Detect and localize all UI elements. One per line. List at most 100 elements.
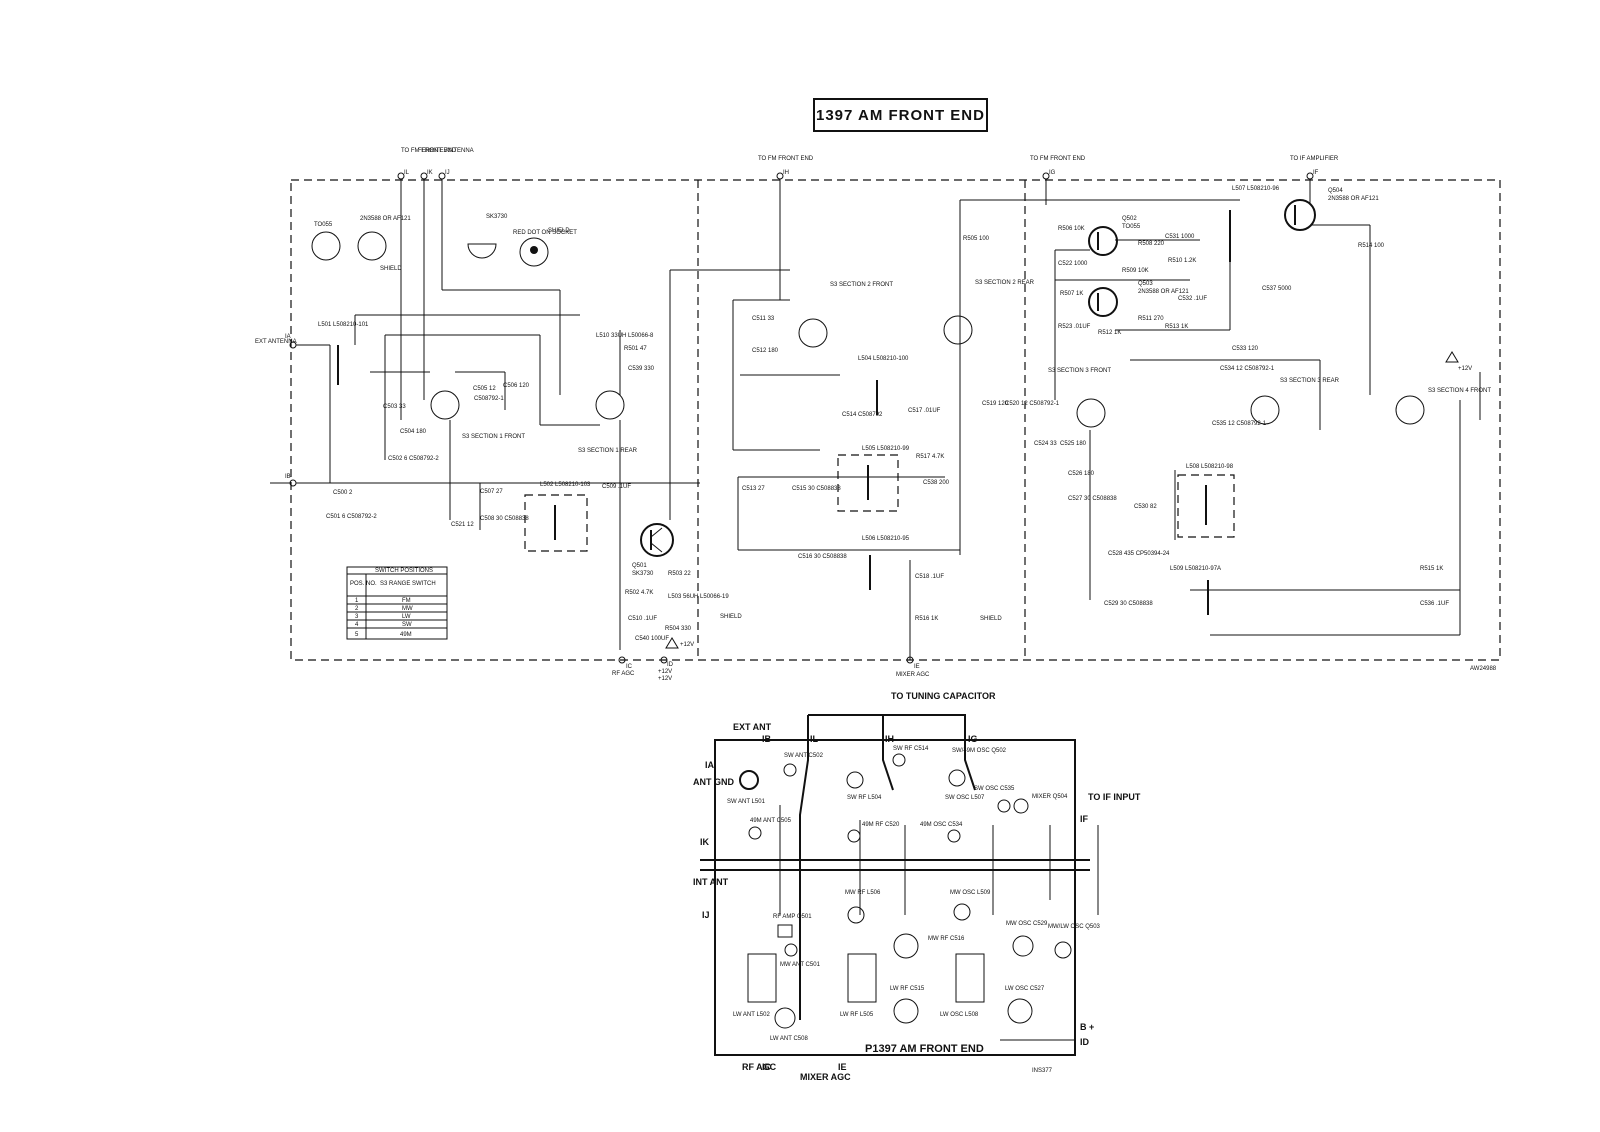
component-label: L506 L508210-95 bbox=[862, 536, 910, 542]
component-label: C529 30 C508838 bbox=[1104, 601, 1153, 607]
edge-pin: IL bbox=[810, 734, 819, 744]
terminal-ij: IJ bbox=[438, 170, 450, 180]
c508-trimmer-icon bbox=[774, 1007, 796, 1029]
component-label: R501 47 bbox=[624, 346, 647, 352]
supply-triangle-icon bbox=[1445, 351, 1459, 363]
component-label: R515 1K bbox=[1420, 566, 1443, 572]
table-cell: 3 bbox=[355, 614, 359, 620]
transistor-ref: Q501 bbox=[632, 563, 647, 569]
part-label: MW RF C516 bbox=[928, 936, 965, 942]
edge-pin: IA bbox=[705, 760, 715, 770]
component-label: C536 .1UF bbox=[1420, 601, 1449, 607]
component-label: C524 33 bbox=[1034, 441, 1057, 447]
component-label: C509 .1UF bbox=[602, 484, 631, 490]
board-top-label: TO TUNING CAPACITOR bbox=[891, 691, 996, 701]
transistor-ref: Q503 bbox=[1138, 281, 1153, 287]
q501-transistor-icon: Q501 SK3730 bbox=[632, 523, 674, 577]
edge-label: B + bbox=[1080, 1022, 1094, 1032]
c535-trimmer-icon bbox=[997, 799, 1011, 813]
component-label: C519 120 bbox=[982, 401, 1009, 407]
part-label: SW OSC L507 bbox=[945, 795, 985, 801]
part-label: 49M OSC C534 bbox=[920, 822, 963, 828]
switch-label: S3 SECTION 1 FRONT bbox=[462, 434, 525, 440]
part-label: LW OSC C527 bbox=[1005, 986, 1045, 992]
terminal-label: TO FM FRONT END bbox=[758, 156, 814, 162]
switch-section-3-rear: S3 SECTION 3 REAR bbox=[1250, 378, 1340, 425]
component-label: C516 30 C508838 bbox=[798, 554, 847, 560]
pinout-label: TO055 bbox=[314, 222, 333, 228]
l508-coil-icon bbox=[955, 953, 985, 1003]
terminal-ih: TO FM FRONT END IH bbox=[758, 156, 814, 180]
edge-pin: IK bbox=[700, 837, 710, 847]
c527-trimmer-icon bbox=[1007, 998, 1033, 1024]
l504-coil-icon bbox=[846, 771, 864, 789]
terminal-label: TO FM FRONT END bbox=[401, 148, 457, 154]
edge-label: INT ANT bbox=[693, 877, 729, 887]
red-dot-icon bbox=[530, 246, 538, 254]
component-label: C521 12 bbox=[451, 522, 474, 528]
board-title: P1397 AM FRONT END bbox=[865, 1043, 984, 1055]
switch-section-3-front: S3 SECTION 3 FRONT bbox=[1048, 368, 1111, 428]
c515-trimmer-icon bbox=[893, 998, 919, 1024]
c534-trimmer-icon bbox=[947, 829, 961, 843]
c501-trimmer-icon bbox=[784, 943, 798, 957]
component-label: C520 12 C508792-1 bbox=[1005, 401, 1060, 407]
pinout-label: SK3730 bbox=[486, 214, 508, 220]
part-label: MW RF L506 bbox=[845, 890, 881, 896]
2n3588-pinout-icon bbox=[357, 231, 387, 261]
component-label: C510 .1UF bbox=[628, 616, 657, 622]
table-cell: 49M bbox=[400, 632, 412, 638]
component-label: C500 2 bbox=[333, 490, 353, 496]
component-label: C517 .01UF bbox=[908, 408, 941, 414]
terminal-pin: IG bbox=[1049, 170, 1056, 176]
drawing-number: AW24988 bbox=[1470, 666, 1497, 672]
component-label: C540 100UF bbox=[635, 636, 669, 642]
page-title: 1397 AM FRONT END bbox=[813, 98, 988, 132]
part-label: SW RF L504 bbox=[847, 795, 882, 801]
edge-label: EXT ANT bbox=[733, 722, 772, 732]
part-label: LW RF C515 bbox=[890, 986, 925, 992]
component-label: C527 30 C508838 bbox=[1068, 496, 1117, 502]
part-label: MW ANT C501 bbox=[780, 962, 821, 968]
c514-trimmer-icon bbox=[892, 753, 906, 767]
edge-pin: IJ bbox=[702, 910, 710, 920]
sk3730-pinout-icon bbox=[467, 243, 497, 259]
l502-coil-icon bbox=[747, 953, 777, 1003]
q504-transistor-icon: Q504 2N3588 OR AF121 bbox=[1284, 188, 1379, 231]
component-label: R504 330 bbox=[665, 626, 692, 632]
component-label: C533 120 bbox=[1232, 346, 1259, 352]
switch-section-4-front: S3 SECTION 4 FRONT bbox=[1395, 388, 1491, 425]
supply-label: +12V bbox=[658, 676, 672, 682]
edge-label: TO IF INPUT bbox=[1088, 792, 1141, 802]
bottom-terminals: RF AGC IC +12V ID MIXER AGC IE bbox=[612, 656, 930, 678]
supply-label: +12V bbox=[680, 642, 694, 648]
q503-transistor-icon: Q503 2N3588 OR AF121 bbox=[1088, 281, 1189, 317]
component-label: C532 .1UF bbox=[1178, 296, 1207, 302]
switch-section-1-rear: S3 SECTION 1 REAR bbox=[578, 390, 638, 454]
terminal-label: +12V bbox=[658, 669, 672, 675]
switch-label: S3 SECTION 1 REAR bbox=[578, 448, 638, 454]
board-layout: TO TUNING CAPACITOR P1397 AM FRONT END I… bbox=[693, 691, 1141, 1082]
component-label: L501 L508210-101 bbox=[318, 322, 369, 328]
part-label: MW OSC C529 bbox=[1006, 921, 1048, 927]
transistor-type: SK3730 bbox=[632, 571, 654, 577]
part-label: 49M ANT C505 bbox=[750, 818, 792, 824]
terminal-pin: IB bbox=[285, 474, 291, 480]
part-label: SW ANT C502 bbox=[784, 753, 824, 759]
switch-label: S3 SECTION 2 FRONT bbox=[830, 282, 893, 288]
switch-label: S3 SECTION 3 REAR bbox=[1280, 378, 1340, 384]
component-label: C502 6 C508792-2 bbox=[388, 456, 439, 462]
component-label: C518 .1UF bbox=[915, 574, 944, 580]
component-label: R512 1K bbox=[1098, 330, 1121, 336]
part-label: MW OSC L509 bbox=[950, 890, 991, 896]
l501-coil-icon bbox=[739, 770, 759, 790]
component-label: L505 L508210-99 bbox=[862, 446, 910, 452]
component-label: C537 5000 bbox=[1262, 286, 1292, 292]
component-label: C522 1000 bbox=[1058, 261, 1088, 267]
to055-pinout-icon bbox=[311, 231, 341, 261]
component-label: C506 120 bbox=[503, 383, 530, 389]
coil-shields bbox=[337, 210, 1235, 615]
component-label: R509 10K bbox=[1122, 268, 1149, 274]
switch-sections: S3 SECTION 1 FRONT S3 SECTION 1 REAR S3 … bbox=[430, 280, 1491, 454]
